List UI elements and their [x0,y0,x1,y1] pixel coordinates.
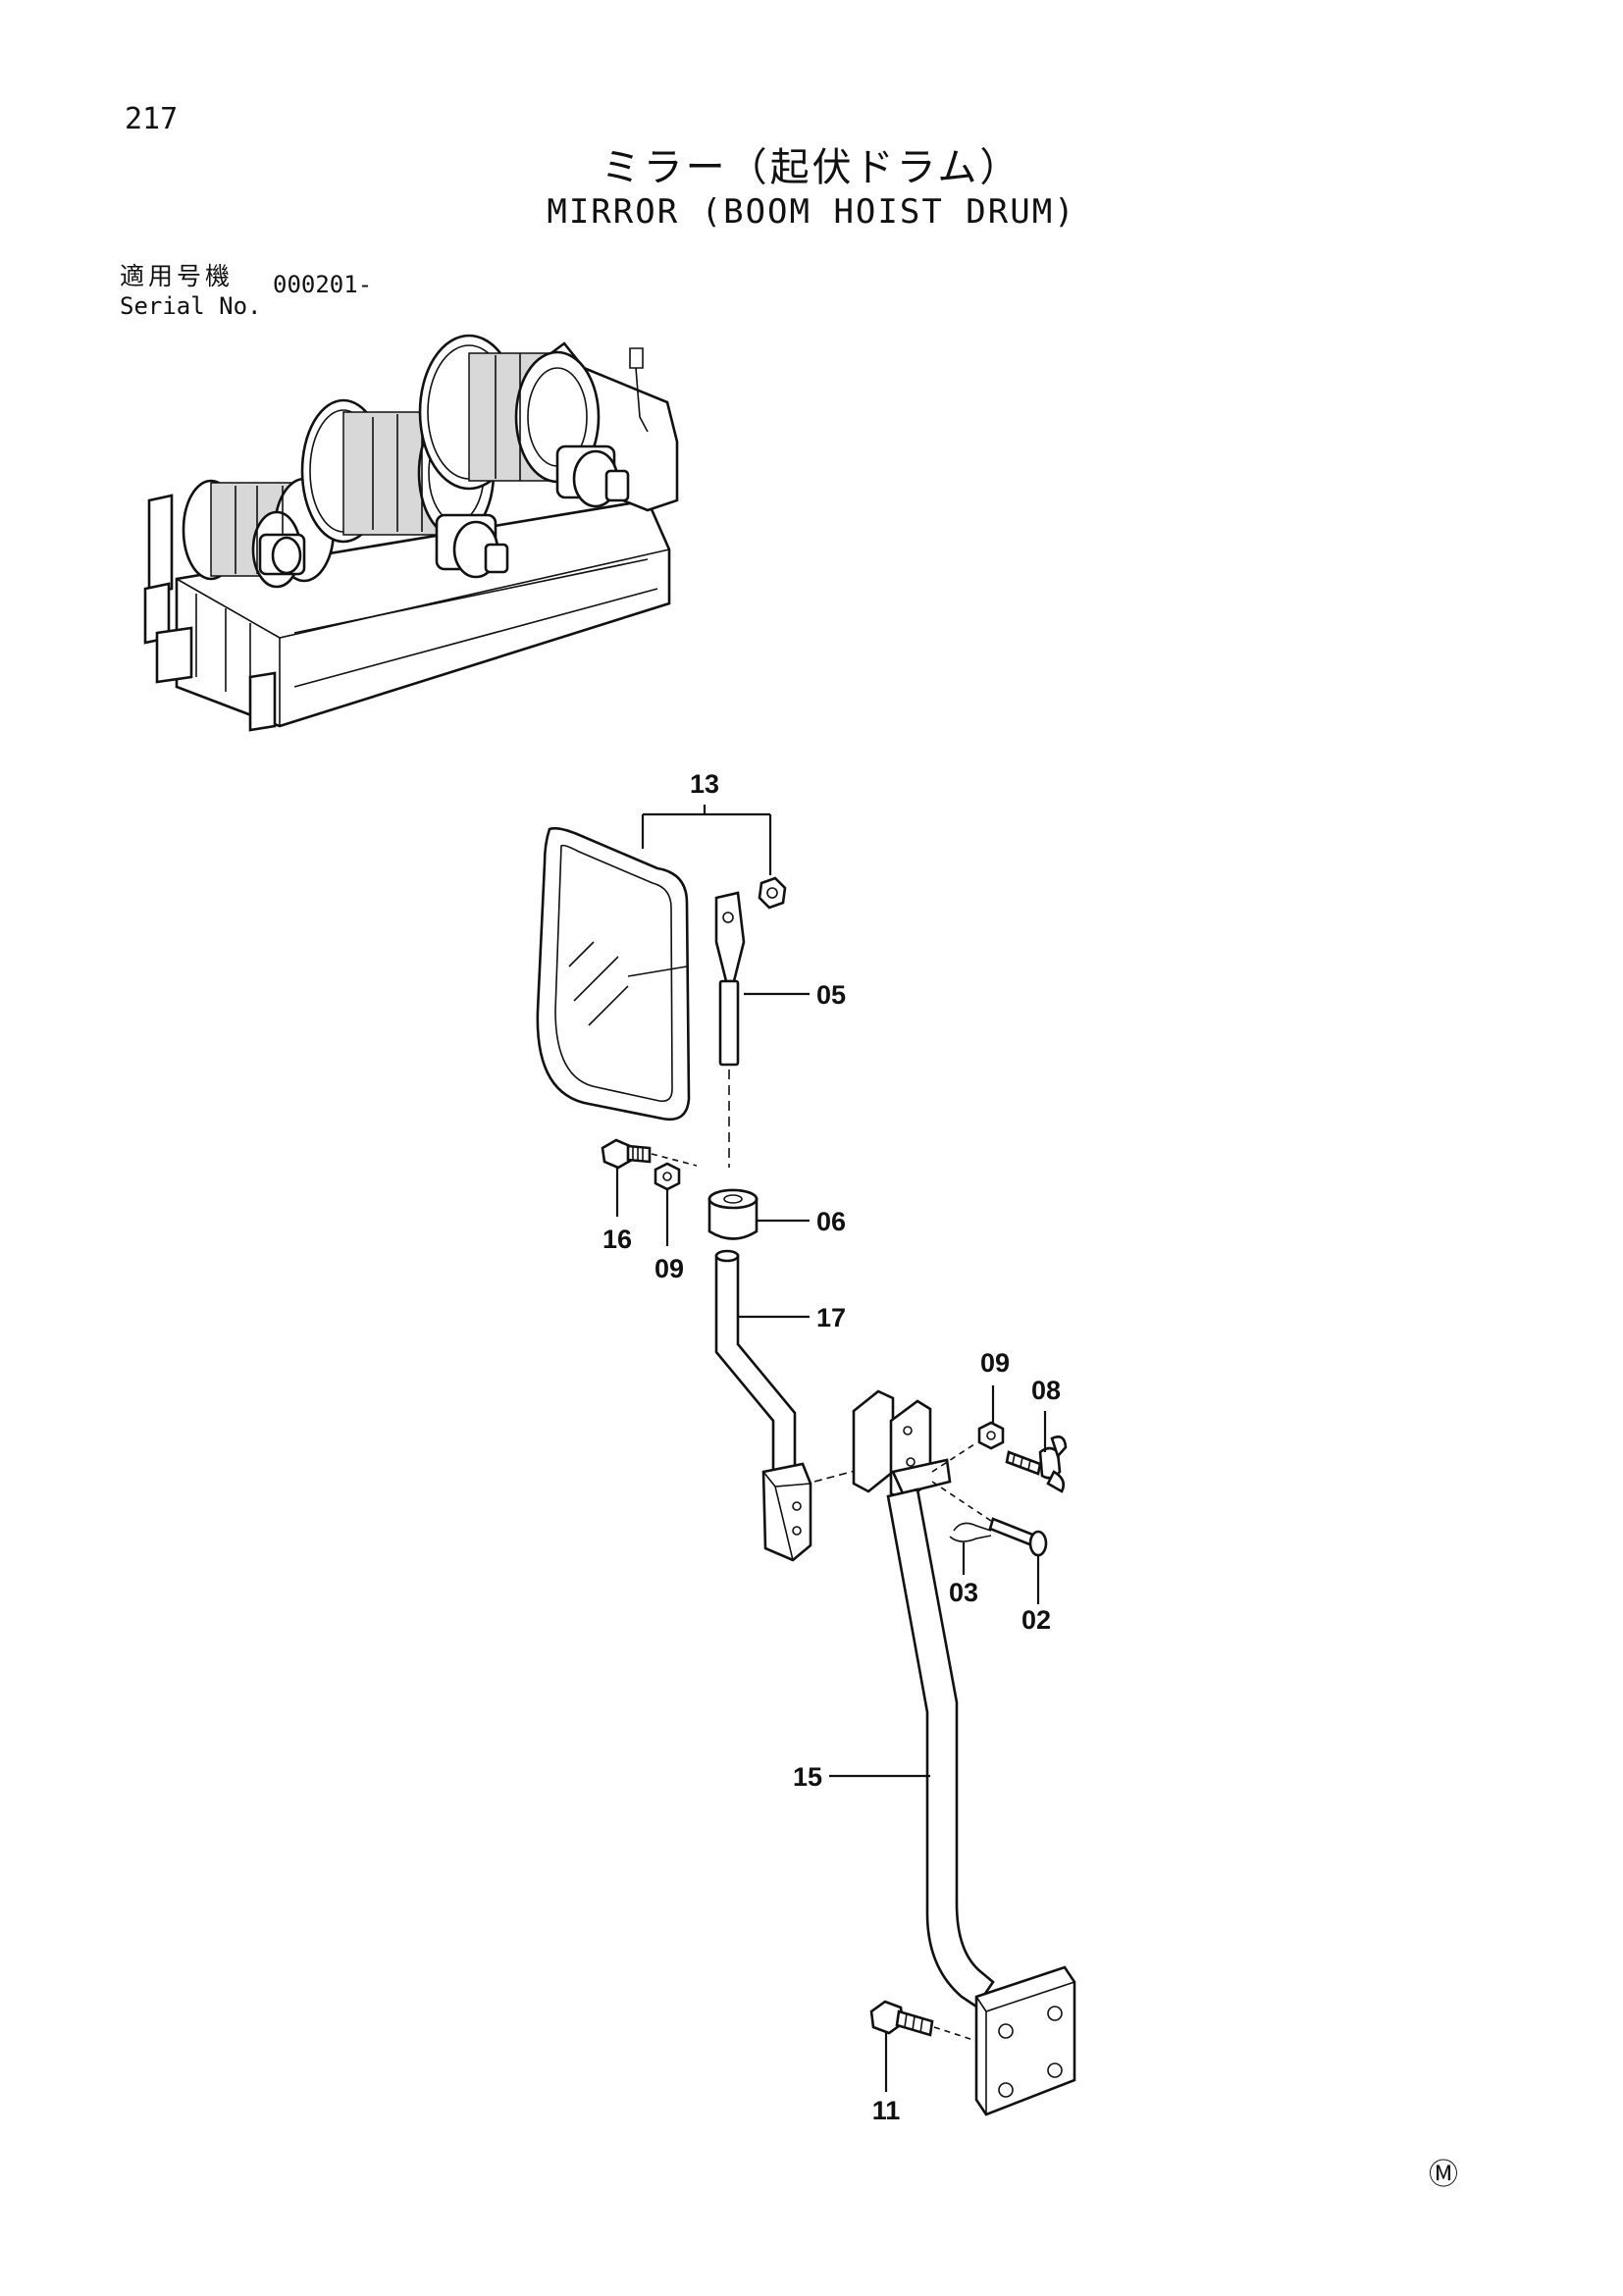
callout-02: 02 [1021,1605,1051,1635]
drum-assembly-overview [143,334,679,732]
callout-06: 06 [816,1207,846,1236]
bolt-16 [601,1138,652,1170]
wing-bolt [1005,1435,1068,1493]
serial-label-japanese: 適用号機 [120,262,235,290]
page-title-japanese: ミラー（起伏ドラム） [601,145,1022,190]
callout-15: 15 [793,1762,822,1792]
callout-13: 13 [690,769,719,799]
nut-09-lower [977,1421,1005,1450]
corner-mark: Ⓜ [1429,2158,1458,2192]
callout-11: 11 [872,2096,901,2125]
split-pin [949,1522,992,1542]
mirror-nut [758,876,787,910]
callout-05: 05 [816,980,846,1010]
page-title-english: MIRROR (BOOM HOIST DRUM) [547,192,1076,232]
serial-number-value: 000201- [273,271,373,298]
collar [707,1188,759,1240]
leader-lines [615,805,1047,2092]
mirror-bracket [714,891,746,1168]
callout-09-lower: 09 [980,1348,1010,1378]
support-pole [886,1487,1076,2116]
callout-17: 17 [816,1303,846,1332]
support-bracket [852,1389,952,1503]
callout-03: 03 [949,1578,978,1607]
clevis-pin [988,1517,1048,1557]
callout-09-upper: 09 [654,1254,684,1283]
brake-unit-center [435,513,509,579]
brake-unit-right [555,444,630,508]
page-number: 217 [125,102,179,136]
nut-09-upper [654,1162,681,1191]
serial-label-english: Serial No. [120,292,262,320]
callout-16: 16 [602,1225,632,1254]
mirror [536,826,691,1122]
callout-08: 08 [1031,1376,1061,1405]
pipe [714,1249,812,1562]
brake-unit-left [258,533,306,576]
bolt-11 [869,2000,934,2037]
